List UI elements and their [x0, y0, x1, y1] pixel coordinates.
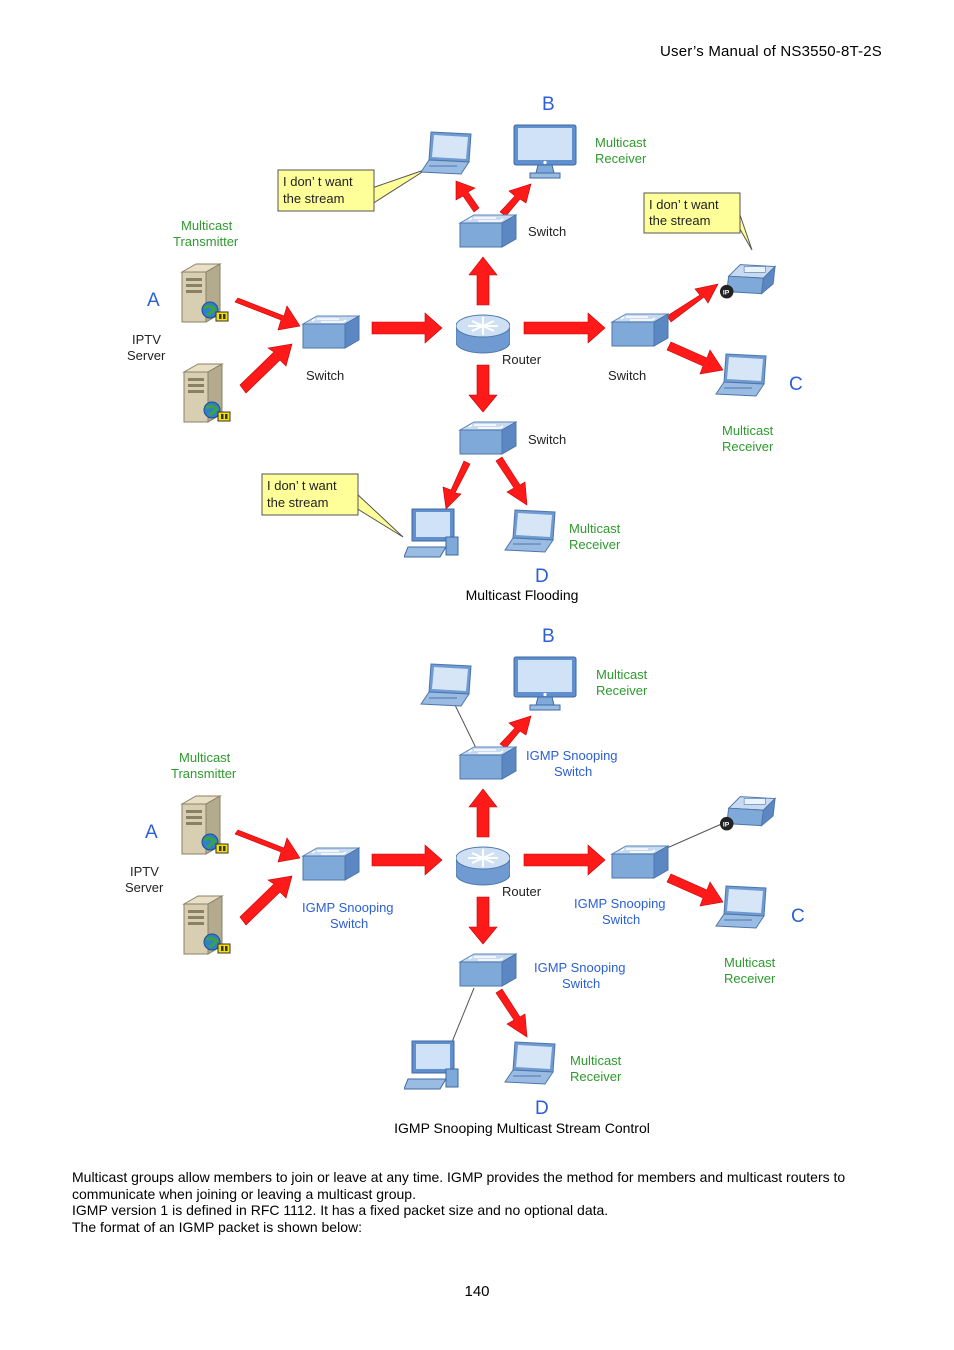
arrows — [234, 180, 724, 510]
svg-text:IPTV: IPTV — [130, 864, 159, 879]
label-b: B — [542, 94, 555, 115]
pc-icon — [404, 508, 459, 558]
svg-text:I don’ t want: I don’ t want — [649, 197, 719, 212]
label-c: C — [789, 374, 803, 395]
router-label: Router — [502, 352, 542, 367]
laptop-icon — [420, 131, 472, 175]
router-icon — [456, 314, 510, 354]
igmp-snooping-diagram: B A C D Multicast Receiver Multicast Tra… — [125, 626, 805, 1119]
svg-text:the stream: the stream — [649, 213, 710, 228]
svg-text:Switch: Switch — [306, 368, 344, 383]
svg-text:Receiver: Receiver — [570, 1069, 622, 1084]
server-label: IPTV — [132, 332, 161, 347]
label-d: D — [535, 566, 549, 587]
bubble-text-line1: I don’ t want — [283, 174, 353, 189]
laptop-icon — [504, 509, 556, 553]
svg-text:Transmitter: Transmitter — [171, 766, 237, 781]
ip-phone-icon — [719, 264, 776, 299]
svg-text:Multicast: Multicast — [596, 667, 648, 682]
figure2-caption: IGMP Snooping Multicast Stream Control — [394, 1120, 650, 1136]
svg-text:Switch: Switch — [602, 912, 640, 927]
label-a: A — [147, 290, 160, 311]
multicast-flooding-diagram: I don’ t want the stream I don’ t want t… — [127, 94, 803, 587]
svg-text:IGMP Snooping: IGMP Snooping — [574, 896, 666, 911]
svg-text:Multicast: Multicast — [570, 1053, 622, 1068]
paragraph: Multicast groups allow members to join o… — [72, 1169, 846, 1202]
svg-text:I don’ t want: I don’ t want — [267, 478, 337, 493]
switch-icon — [611, 313, 669, 347]
svg-text:B: B — [542, 626, 555, 647]
body-text: Multicast groups allow members to join o… — [72, 1169, 892, 1235]
paragraph: IGMP version 1 is defined in RFC 1112. I… — [72, 1202, 609, 1218]
paragraph: The format of an IGMP packet is shown be… — [72, 1218, 362, 1235]
svg-text:IGMP Snooping: IGMP Snooping — [302, 900, 394, 915]
svg-text:IGMP Snooping: IGMP Snooping — [534, 960, 626, 975]
svg-text:Multicast: Multicast — [722, 423, 774, 438]
svg-text:Switch: Switch — [330, 916, 368, 931]
svg-text:Switch: Switch — [562, 976, 600, 991]
page-number: 140 — [464, 1283, 490, 1300]
transmitter-label: Multicast — [181, 218, 233, 233]
svg-text:Multicast: Multicast — [595, 135, 647, 150]
svg-text:IGMP Snooping: IGMP Snooping — [526, 748, 618, 763]
iptv-server-icon — [182, 362, 232, 424]
svg-text:Switch: Switch — [528, 432, 566, 447]
svg-text:Switch: Switch — [608, 368, 646, 383]
laptop-icon — [715, 353, 767, 397]
svg-text:A: A — [145, 822, 158, 843]
page-header: User’s Manual of NS3550-8T-2S — [659, 43, 882, 60]
figure1-caption: Multicast Flooding — [465, 587, 579, 603]
bubble-bottom-left: I don’ t want the stream — [261, 473, 404, 538]
svg-text:Receiver: Receiver — [569, 537, 621, 552]
svg-text:D: D — [535, 1098, 549, 1119]
svg-text:Server: Server — [125, 880, 164, 895]
switch-icon — [459, 421, 517, 455]
svg-text:Multicast: Multicast — [569, 521, 621, 536]
svg-text:Receiver: Receiver — [596, 683, 648, 698]
arrows — [234, 715, 724, 1038]
svg-text:Multicast: Multicast — [724, 955, 776, 970]
bubble-top-right: I don’ t want the stream — [643, 192, 753, 251]
thin-links — [451, 704, 727, 1043]
iptv-server-icon — [180, 262, 230, 324]
svg-text:the stream: the stream — [267, 495, 328, 510]
svg-text:Multicast: Multicast — [179, 750, 231, 765]
svg-text:Server: Server — [127, 348, 166, 363]
bubble-top-left: I don’ t want the stream — [277, 168, 428, 212]
switch-icon — [302, 315, 360, 349]
bubble-text-line2: the stream — [283, 191, 344, 206]
svg-text:Switch: Switch — [554, 764, 592, 779]
svg-text:Transmitter: Transmitter — [173, 234, 239, 249]
svg-text:Switch: Switch — [528, 224, 566, 239]
svg-text:Receiver: Receiver — [722, 439, 774, 454]
switch-icon — [459, 214, 517, 248]
svg-text:Receiver: Receiver — [724, 971, 776, 986]
svg-text:Receiver: Receiver — [595, 151, 647, 166]
svg-text:Router: Router — [502, 884, 542, 899]
desktop-icon — [513, 124, 577, 179]
svg-text:C: C — [791, 906, 805, 927]
